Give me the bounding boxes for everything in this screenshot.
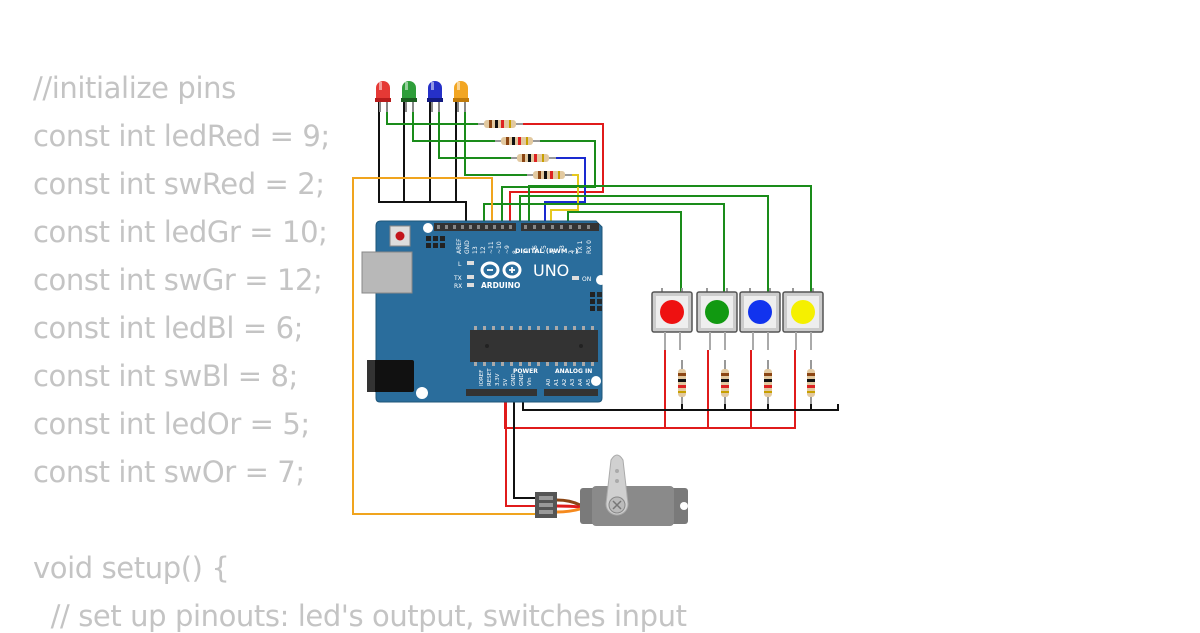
leds [375, 81, 469, 112]
pin-label: ~5 [541, 245, 548, 254]
rx-led-label: RX [454, 283, 462, 290]
resistor [807, 360, 815, 404]
pushbutton-red[interactable] [651, 288, 693, 350]
pushbutton-blue[interactable] [739, 288, 781, 350]
pin-label: ~11 [488, 241, 495, 254]
resistor [764, 360, 772, 404]
wire-led-red-gnd [378, 102, 467, 224]
resistor [495, 137, 540, 145]
analog-header-label: ANALOG IN [555, 368, 592, 375]
pin-label: ~6 [532, 245, 539, 254]
pin-label: RESET [487, 368, 493, 386]
pin-label: ~10 [496, 241, 503, 254]
wire-led-green-anode [412, 102, 495, 142]
wire-r4-pin5 [550, 174, 579, 226]
wire-r3-pin6 [544, 157, 586, 226]
code-line: //initialize pins [33, 71, 236, 105]
brand-label: ARDUINO [481, 281, 520, 290]
wire-servo-signal [352, 177, 536, 515]
resistor [478, 120, 523, 128]
resistor [678, 360, 686, 404]
uno-label: UNO [533, 261, 569, 280]
pin-label: TX 1 [577, 240, 584, 255]
pin-label: 12 [480, 246, 487, 254]
wire-sw-green-pin12 [483, 203, 725, 292]
wire-led-orange-anode [464, 102, 528, 176]
pin-label: GND [519, 373, 525, 386]
pin-label: A3 [570, 378, 576, 386]
pin-label: IOREF [479, 370, 485, 386]
pin-label: A1 [554, 379, 560, 386]
code-line: const int swBl = 8; [33, 359, 298, 393]
resistor [721, 360, 729, 404]
pin-label: 13 [472, 246, 479, 254]
pin-label: 7 [523, 250, 530, 254]
pin-label: GND [464, 240, 471, 254]
resistor [511, 154, 556, 162]
servo-motor-icon[interactable] [535, 454, 688, 526]
arduino-logo-icon [480, 261, 522, 279]
pin-label: Vin [527, 377, 533, 386]
led-green[interactable] [401, 81, 417, 112]
code-line: void setup() { [33, 551, 230, 585]
arduino-uno-board[interactable]: AREF GND 13 12 ~11 ~10 ~9 8 7 ~6 ~5 4 ~3… [361, 220, 606, 403]
code-line: const int ledRed = 9; [33, 119, 330, 153]
usb-connector [361, 251, 413, 294]
pin-label: ~3 [559, 245, 566, 254]
pin-label: A0 [546, 378, 552, 386]
led-blue[interactable] [427, 81, 443, 112]
microcontroller-chip [470, 330, 598, 362]
code-line: const int swOr = 7; [33, 455, 305, 489]
led-orange[interactable] [453, 81, 469, 112]
code-line: const int ledBl = 6; [33, 311, 304, 345]
code-line: const int ledGr = 10; [33, 215, 328, 249]
pin-label: A2 [562, 379, 568, 386]
pushbutton-green[interactable] [696, 288, 738, 350]
power-jack [367, 360, 414, 392]
tx-led-label: TX [453, 275, 462, 282]
l-led-label: L [458, 261, 462, 268]
on-led-label: ON [582, 276, 591, 283]
pin-label: GND [511, 373, 517, 386]
pin-label: 2 [568, 250, 575, 254]
top-pin-labels: AREF GND 13 12 ~11 ~10 ~9 8 7 ~6 ~5 4 ~3… [456, 238, 593, 255]
code-line: // set up pinouts: led's output, switche… [33, 599, 687, 633]
push-buttons [651, 288, 824, 350]
wires [352, 102, 839, 515]
code-line: const int swRed = 2; [33, 167, 325, 201]
pin-label: 8 [512, 250, 519, 254]
wire-servo-gnd [513, 392, 536, 499]
power-header-label: POWER [513, 368, 538, 375]
code-line: const int swGr = 12; [33, 263, 323, 297]
digital-header-label: DIGITAL (PWM ~) [515, 247, 578, 255]
pin-label: RX 0 [586, 240, 593, 254]
pin-label: A4 [578, 378, 584, 386]
pushbutton-yellow[interactable] [782, 288, 824, 350]
wire-sw-blue-pin8 [519, 195, 769, 292]
wire-servo-vcc [505, 392, 536, 507]
pin-label: ~9 [504, 245, 511, 254]
led-red[interactable] [375, 81, 391, 112]
wire-led-blue-anode [438, 102, 512, 159]
wire-sw-red-pin2 [567, 211, 682, 292]
pin-label: 4 [550, 250, 557, 254]
pin-label: 3.3V [495, 373, 501, 386]
resistor [527, 171, 572, 179]
pin-label: 5V [503, 379, 509, 386]
pin-label: AREF [456, 238, 463, 254]
led-resistors [478, 120, 572, 179]
wire-sw-yellow-pin7 [528, 185, 812, 292]
pin-label: A5 [586, 378, 592, 386]
pulldown-resistors [678, 360, 815, 404]
wire-r2-pin10 [501, 140, 596, 226]
code-line: const int ledOr = 5; [33, 407, 310, 441]
